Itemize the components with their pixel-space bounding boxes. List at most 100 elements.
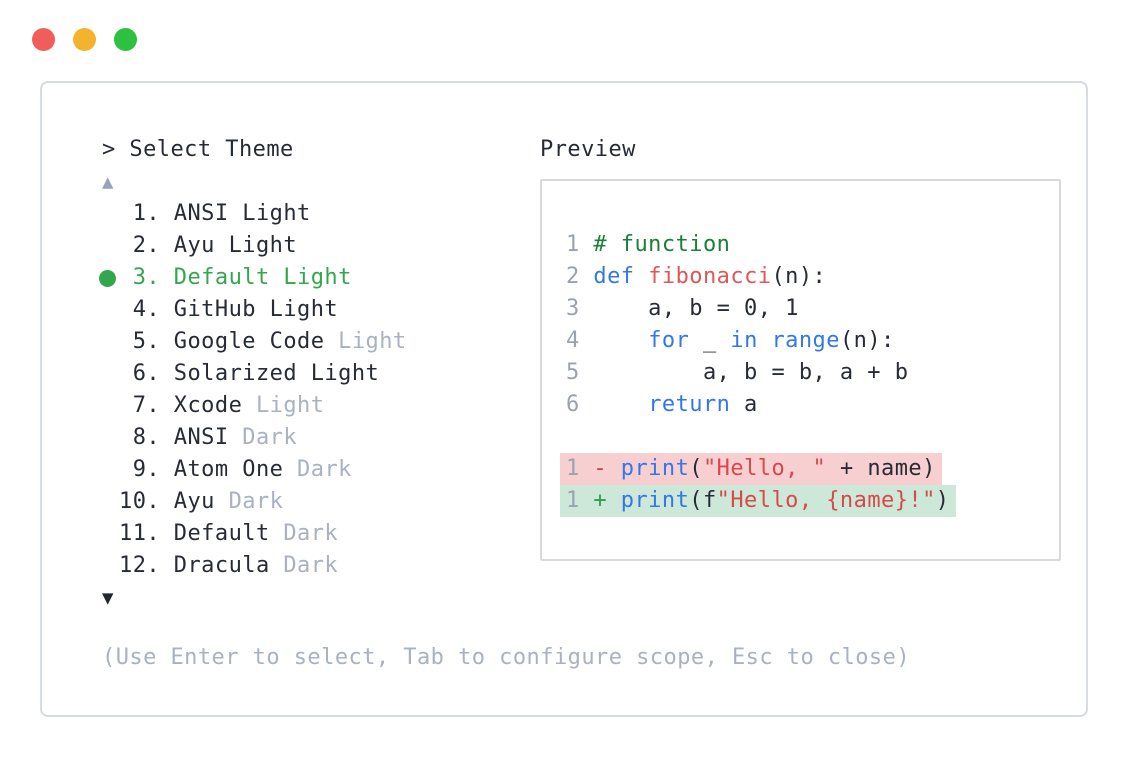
theme-item-label: ANSI Light — [160, 201, 311, 226]
code-token-plain: _ — [689, 328, 731, 353]
theme-item-label: Atom One — [160, 457, 284, 482]
code-token-plain: (n): — [771, 264, 827, 289]
code-token-plain — [758, 328, 772, 353]
theme-list-item[interactable]: 11. Default Dark — [102, 518, 910, 550]
theme-list-item[interactable]: 2. Ayu Light — [102, 230, 910, 262]
theme-list-item[interactable]: 5. Google Code Light — [102, 326, 910, 358]
code-line: 5 a, b = b, a + b — [566, 357, 1059, 389]
code-token-plain: a, b = b, a + b — [593, 360, 909, 385]
keyboard-hint: (Use Enter to select, Tab to configure s… — [102, 645, 911, 670]
diff-code-line: 1 + print(f"Hello, {name}!") — [560, 485, 1059, 517]
preview-label: Preview — [540, 137, 636, 162]
minimize-window-button[interactable] — [73, 28, 96, 51]
theme-item-number: 8. — [119, 425, 161, 450]
code-token-string: "Hello, " — [702, 456, 827, 481]
theme-list-item[interactable]: 7. Xcode Light — [102, 390, 910, 422]
code-token-plain — [593, 328, 648, 353]
theme-item-label: GitHub Light — [160, 297, 339, 322]
code-token-plain: (f — [689, 488, 717, 513]
theme-item-variant-label: Dark — [228, 425, 298, 450]
theme-selector-panel: > Select Theme ▲ 1. ANSI Light 2. Ayu Li… — [99, 134, 911, 674]
theme-list-item[interactable]: 12. Dracula Dark — [102, 550, 910, 582]
code-token-plain — [635, 264, 649, 289]
code-line: 6 return a — [566, 389, 1059, 421]
theme-item-number: 12. — [119, 553, 161, 578]
code-token-plus: + — [593, 488, 621, 513]
code-token-keyword: for — [648, 328, 690, 353]
theme-item-label: Ayu — [160, 489, 215, 514]
theme-item-number: 6. — [119, 361, 161, 386]
theme-item-variant-label: Light — [324, 329, 407, 354]
theme-item-number: 3. — [119, 265, 161, 290]
theme-item-label: Google Code — [160, 329, 325, 354]
code-token-comment: # function — [593, 232, 731, 257]
line-number: 1 — [566, 488, 580, 513]
theme-item-number: 10. — [119, 489, 161, 514]
theme-item-label: Default — [160, 521, 270, 546]
theme-item-number: 4. — [119, 297, 161, 322]
theme-item-number: 2. — [119, 233, 161, 258]
theme-item-number: 11. — [119, 521, 161, 546]
code-line: 3 a, b = 0, 1 — [566, 293, 1059, 325]
code-token-keyword: range — [771, 328, 840, 353]
line-number: 6 — [566, 392, 580, 417]
theme-item-variant-label: Dark — [269, 521, 339, 546]
theme-item-label: Ayu Light — [160, 233, 298, 258]
line-number: 2 — [566, 264, 580, 289]
code-token-plain: ( — [689, 456, 703, 481]
theme-item-variant-label: Dark — [214, 489, 284, 514]
close-window-button[interactable] — [32, 28, 55, 51]
scroll-down-icon[interactable]: ▼ — [102, 587, 114, 609]
theme-list-item[interactable]: 6. Solarized Light — [102, 358, 910, 390]
code-token-minus: - — [593, 456, 621, 481]
code-token-keyword: in — [730, 328, 758, 353]
theme-list-item[interactable]: 9. Atom One Dark — [102, 454, 910, 486]
zoom-window-button[interactable] — [114, 28, 137, 51]
theme-item-label: Dracula — [160, 553, 270, 578]
selected-theme-bullet-icon — [99, 270, 116, 287]
code-token-keyword: print — [620, 456, 690, 481]
theme-item-label: Solarized Light — [160, 361, 380, 386]
code-token-keyword: print — [620, 488, 690, 513]
theme-list-item[interactable]: 1. ANSI Light — [102, 198, 910, 230]
line-number: 4 — [566, 328, 580, 353]
theme-list: 1. ANSI Light 2. Ayu Light 3. Default Li… — [99, 198, 910, 582]
theme-item-number: 7. — [119, 393, 161, 418]
theme-item-variant-label: Dark — [283, 457, 352, 482]
theme-item-number: 1. — [119, 201, 161, 226]
code-token-plain: (n): — [839, 328, 895, 353]
code-token-keyword: return — [648, 392, 731, 417]
line-number: 3 — [566, 296, 580, 321]
theme-item-label: Default Light — [160, 265, 352, 290]
theme-item-number: 9. — [119, 457, 161, 482]
select-theme-prompt: > Select Theme — [102, 137, 294, 162]
code-token-plain: a, b = 0, 1 — [593, 296, 799, 321]
theme-item-label: ANSI — [160, 425, 229, 450]
theme-picker-window: > Select Theme ▲ 1. ANSI Light 2. Ayu Li… — [40, 81, 1088, 717]
theme-list-item[interactable]: 3. Default Light — [99, 262, 910, 294]
theme-item-label: Xcode — [160, 393, 243, 418]
code-token-plain: ) — [935, 488, 950, 513]
theme-item-variant-label: Dark — [269, 553, 339, 578]
code-token-plain — [593, 392, 648, 417]
code-token-keyword: def — [593, 264, 635, 289]
line-number: 1 — [566, 232, 580, 257]
theme-item-variant-label: Light — [242, 393, 325, 418]
line-number: 5 — [566, 360, 580, 385]
theme-item-number: 5. — [119, 329, 161, 354]
code-line: 4 for _ in range(n): — [566, 325, 1059, 357]
code-line — [566, 421, 1059, 453]
scroll-up-icon[interactable]: ▲ — [102, 171, 114, 193]
window-controls — [32, 28, 137, 51]
code-token-plain: + name) — [826, 456, 936, 481]
diff-code-line: 1 - print("Hello, " + name) — [560, 453, 1059, 485]
code-line: 1 # function — [566, 229, 1059, 261]
theme-list-item[interactable]: 8. ANSI Dark — [102, 422, 910, 454]
theme-list-item[interactable]: 10. Ayu Dark — [102, 486, 910, 518]
theme-list-item[interactable]: 4. GitHub Light — [102, 294, 910, 326]
code-token-plain: a — [730, 392, 758, 417]
